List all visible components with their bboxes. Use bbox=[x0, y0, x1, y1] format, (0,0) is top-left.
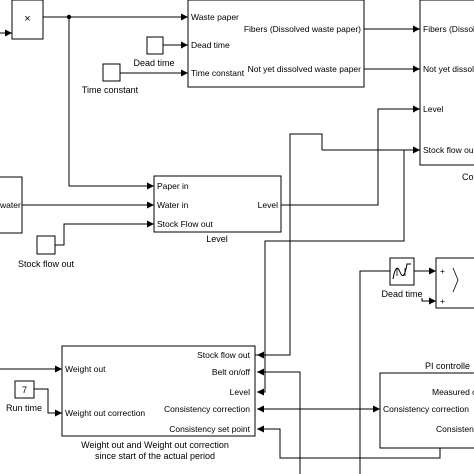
wire-junction bbox=[66, 14, 72, 20]
port-not-dissolved-in: Not yet dissolve bbox=[423, 64, 474, 74]
time-constant-block[interactable]: Time constant bbox=[82, 63, 139, 95]
product-symbol: × bbox=[24, 13, 30, 25]
water-block[interactable]: water bbox=[0, 176, 23, 234]
port-level-in: Level bbox=[423, 104, 443, 114]
port-stock-flow-out: Stock Flow out bbox=[157, 219, 213, 229]
wire-run-time bbox=[34, 388, 62, 417]
paper-dissolving-block[interactable]: Waste paper Dead time Time constant Fibe… bbox=[187, 0, 365, 88]
port-consistency-correction-pi: Consistency correction bbox=[383, 404, 469, 414]
port-weight-out-correction: Weight out correction bbox=[65, 408, 145, 418]
port-time-constant: Time constant bbox=[191, 68, 245, 78]
pi-controller-block[interactable]: PI controlle Measured c Consistency corr… bbox=[379, 361, 474, 449]
consistency-caption: Co bbox=[462, 172, 474, 182]
run-time-value: 7 bbox=[22, 385, 27, 395]
dead-time-caption: Dead time bbox=[133, 58, 174, 68]
wire-belt bbox=[257, 368, 301, 474]
pi-controller-title: PI controlle bbox=[425, 361, 470, 371]
transport-delay-block[interactable]: Dead time bbox=[381, 257, 423, 299]
port-dead-time: Dead time bbox=[191, 40, 230, 50]
stock-flow-caption: Stock flow out bbox=[18, 259, 75, 269]
delay-wave-icon bbox=[392, 263, 411, 280]
port-level-w: Level bbox=[230, 387, 250, 397]
weight-out-block[interactable]: Weight out Weight out correction Stock f… bbox=[61, 345, 256, 461]
port-stock-flow-in: Stock flow ou bbox=[423, 145, 474, 155]
port-fibers: Fibers (Dissolved waste paper) bbox=[244, 24, 361, 34]
wires bbox=[0, 13, 474, 474]
wire-delay-to-sum bbox=[359, 270, 390, 474]
time-constant-caption: Time constant bbox=[82, 85, 139, 95]
dead-time-constant-block[interactable]: Dead time bbox=[133, 36, 175, 68]
wire-branch-paper-in bbox=[68, 17, 154, 190]
port-weight-out: Weight out bbox=[65, 364, 106, 374]
run-time-caption: Run time bbox=[6, 403, 42, 413]
run-time-constant-block[interactable]: 7 Run time bbox=[6, 380, 42, 413]
port-water-in: Water in bbox=[157, 200, 189, 210]
port-waste-paper: Waste paper bbox=[191, 12, 239, 22]
water-label: water bbox=[0, 200, 21, 210]
wire-level-feedback bbox=[257, 150, 405, 396]
weight-caption-2: since start of the actual period bbox=[95, 451, 215, 461]
sum-plus-2: + bbox=[440, 296, 445, 306]
port-consistency-pi: Consistenc bbox=[436, 424, 474, 434]
port-consistency-set-point: Consistency set point bbox=[169, 424, 250, 434]
stock-flow-constant-block[interactable]: Stock flow out bbox=[18, 235, 75, 269]
weight-caption-1: Weight out and Weight out correction bbox=[81, 440, 229, 450]
port-level-out: Level bbox=[258, 200, 278, 210]
sum-block[interactable]: + + bbox=[435, 257, 474, 309]
port-consistency-correction-w: Consistency correction bbox=[164, 404, 250, 414]
wire-level-out bbox=[281, 105, 420, 206]
transport-delay-caption: Dead time bbox=[381, 289, 422, 299]
port-fibers-in: Fibers (Dissolved bbox=[423, 24, 474, 34]
level-block[interactable]: Paper in Water in Stock Flow out Level L… bbox=[153, 175, 282, 244]
port-not-dissolved: Not yet dissolved waste paper bbox=[248, 64, 362, 74]
port-stock-flow-out-w: Stock flow out bbox=[197, 350, 251, 360]
wire-sum-in2 bbox=[421, 297, 436, 305]
port-measured: Measured c bbox=[432, 387, 474, 397]
port-paper-in: Paper in bbox=[157, 181, 189, 191]
port-belt-on-off: Belt on/off bbox=[212, 367, 251, 377]
wire-stock-flow-in bbox=[55, 220, 154, 246]
sum-plus-1: + bbox=[440, 266, 445, 276]
consistency-block[interactable]: Fibers (Dissolved Not yet dissolve Level… bbox=[419, 0, 474, 182]
level-caption: Level bbox=[206, 234, 228, 244]
product-block[interactable]: × bbox=[11, 0, 44, 40]
